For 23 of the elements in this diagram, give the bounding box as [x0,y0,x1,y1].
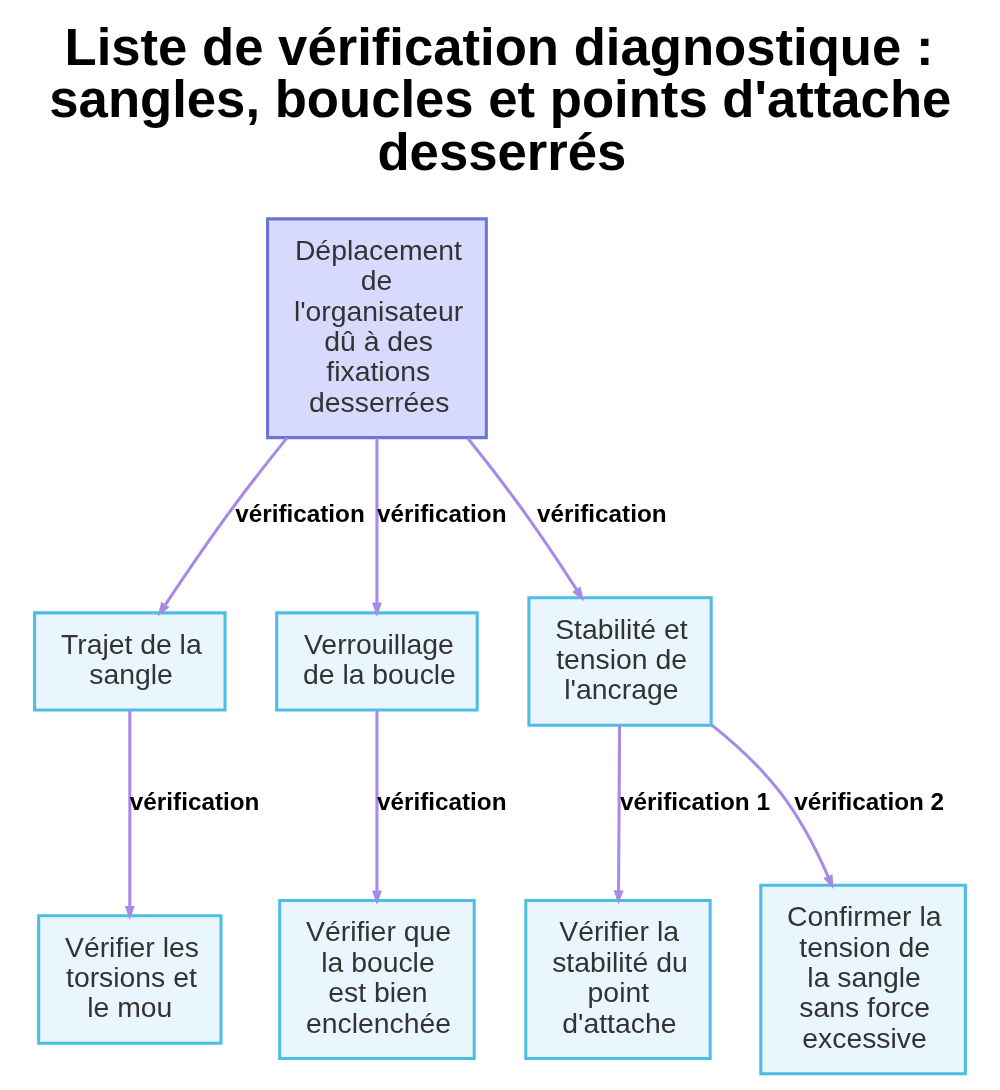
edge-label: vérification 2 [794,787,945,815]
node-box: Vérifier que la boucle est bien enclenchée [278,898,476,1060]
arrow [124,710,135,921]
edge-label: vérification [536,499,667,527]
arrow [371,438,382,617]
edge-label: vérification 1 [620,787,770,815]
edge-label: vérification [376,499,507,527]
edge-label: vérification [129,787,260,815]
arrow [157,436,289,617]
arrow [466,437,584,602]
edge-label: vérification [235,499,365,527]
node-box: Stabilité et tension de l'ancrage [527,596,713,727]
node-box: Confirmer la tension de la sangle sans force excessive [759,883,967,1076]
diagram-title: Liste de vérification diagnostique : sangles, boucles et points d'attache desserrés [49,16,952,181]
node-box: Déplacement de l'organisateur dû à des fixations desserrées [266,217,488,440]
node-box: Vérifier les torsions et le mou [37,914,223,1045]
arrow [710,723,834,890]
node-box: Trajet de la sangle [33,611,227,712]
node-box: Verrouillage de la boucle [275,611,479,712]
arrow [371,710,382,905]
node-box: Vérifier la stabilité du point d'attache [524,898,712,1060]
arrow [613,725,624,905]
edge-label: vérification [376,787,507,815]
